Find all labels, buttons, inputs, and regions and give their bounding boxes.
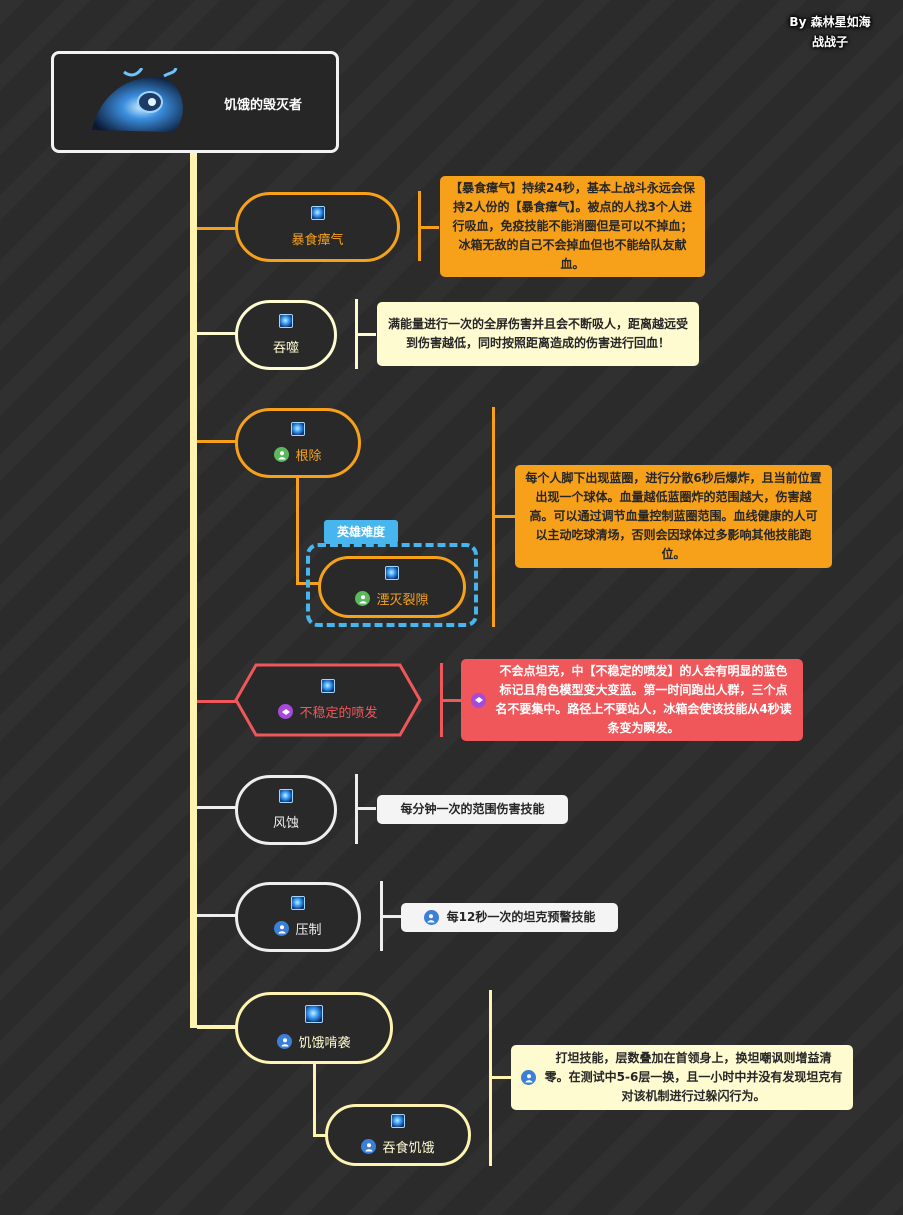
note-bracket (440, 663, 452, 737)
note-bracket (355, 774, 367, 844)
note-bracket-tick (495, 515, 515, 518)
ability-label: 压制 (295, 923, 322, 938)
tank-icon (277, 1034, 293, 1049)
overpower-spell-icon (291, 896, 305, 910)
author-credit-line2: 战战子 (811, 35, 848, 49)
connector-line (197, 440, 237, 443)
note-text: 打坦技能，层数叠加在首领身上，换坦嘲讽则增益清零。在测试中5-6层一换，且一小时… (544, 1051, 843, 1103)
ability-label: 风蚀 (272, 816, 299, 831)
ability-node-overpower[interactable]: 压制 (235, 882, 361, 952)
note-miasma: 【暴食瘴气】持续24秒，基本上战斗永远会保持2人份的【暴食瘴气】。被点的人找3个… (440, 176, 705, 277)
author-credit-line1: By 森林星如海 (789, 15, 871, 29)
note-text: 每分钟一次的范围伤害技能 (400, 802, 545, 816)
connector-line (197, 700, 237, 703)
miasma-spell-icon (310, 206, 325, 220)
note-bracket-tick (383, 915, 401, 918)
note-overpower: 每12秒一次的坦克预警技能 (401, 903, 618, 932)
ability-label: 根除 (295, 449, 322, 464)
consume-spell-icon (279, 314, 293, 328)
hunger-spell-icon (305, 1005, 323, 1023)
dps-icon (471, 692, 486, 708)
note-bracket (380, 881, 392, 951)
connector-line (197, 1025, 237, 1029)
author-credit: By 森林星如海 战战子 (775, 12, 885, 52)
note-bracket (418, 191, 430, 261)
boss-portrait-icon (92, 68, 183, 132)
connector-line (197, 806, 237, 809)
child-connector-line (313, 1134, 327, 1137)
note-text: 每个人脚下出现蓝圈，进行分散6秒后爆炸，且当前位置出现一个球体。血量越低蓝圈炸的… (525, 471, 822, 561)
note-hunger: 打坦技能，层数叠加在首领身上，换坦嘲讽则增益清零。在测试中5-6层一换，且一小时… (511, 1045, 853, 1110)
ability-node-consume[interactable]: 吞噬 (235, 300, 337, 370)
ability-label: 湮灭裂隙 (376, 593, 429, 608)
connector-line (197, 914, 237, 917)
tank-icon (521, 1070, 536, 1085)
note-bracket-tick (421, 226, 439, 229)
ability-label: 吞食饥饿 (382, 1141, 435, 1156)
note-bracket-tick (443, 699, 461, 702)
eruption-spell-icon (321, 679, 335, 693)
note-text: 不会点坦克，中【不稳定的喷发】的人会有明显的蓝色标记且角色模型变大变蓝。第一时间… (495, 664, 792, 735)
trunk-line (190, 152, 197, 1028)
note-bracket-tick (358, 807, 376, 810)
note-bracket (489, 990, 501, 1166)
note-text: 满能量进行一次的全屏伤害并且会不断吸人，距离越远受到伤害越低，同时按照距离造成的… (387, 317, 688, 350)
note-bracket (355, 299, 367, 369)
note-erosion: 每分钟一次的范围伤害技能 (377, 795, 568, 824)
ability-node-hunger[interactable]: 饥饿啃袭 (235, 992, 393, 1064)
tank-icon (423, 910, 439, 925)
rift-spell-icon (385, 566, 399, 580)
ability-node-erosion[interactable]: 风蚀 (235, 775, 337, 845)
erosion-spell-icon (279, 789, 293, 803)
child-connector-line (313, 1060, 316, 1136)
expunge-spell-icon (291, 422, 305, 436)
note-bracket (492, 407, 504, 627)
healer-icon (355, 591, 371, 606)
hero-difficulty-frame (306, 543, 478, 627)
tank-icon (361, 1139, 377, 1154)
ability-label: 不稳定的喷发 (299, 706, 378, 721)
hero-difficulty-tag: 英雄难度 (324, 520, 398, 544)
healer-icon (274, 447, 290, 462)
ability-node-rift[interactable]: 湮灭裂隙 (318, 556, 466, 618)
connector-line (197, 332, 237, 335)
ability-node-expunge[interactable]: 根除 (235, 408, 361, 478)
note-consume: 满能量进行一次的全屏伤害并且会不断吸人，距离越远受到伤害越低，同时按照距离造成的… (377, 302, 699, 366)
ability-label: 暴食瘴气 (291, 233, 344, 248)
devour-spell-icon (391, 1114, 405, 1128)
ability-node-miasma[interactable]: 暴食瘴气 (235, 192, 400, 262)
note-text: 【暴食瘴气】持续24秒，基本上战斗永远会保持2人份的【暴食瘴气】。被点的人找3个… (450, 181, 695, 271)
ability-label: 饥饿啃袭 (298, 1036, 351, 1051)
ability-node-devour[interactable]: 吞食饥饿 (325, 1104, 471, 1166)
note-text: 每12秒一次的坦克预警技能 (446, 910, 596, 924)
note-expunge: 每个人脚下出现蓝圈，进行分散6秒后爆炸，且当前位置出现一个球体。血量越低蓝圈炸的… (515, 465, 832, 568)
boss-root-node[interactable]: 饥饿的毁灭者 (51, 51, 339, 153)
boss-name: 饥饿的毁灭者 (224, 98, 303, 113)
dps-icon (278, 704, 294, 719)
connector-line (197, 227, 237, 230)
ability-label: 吞噬 (272, 341, 299, 356)
note-eruption: 不会点坦克，中【不稳定的喷发】的人会有明显的蓝色标记且角色模型变大变蓝。第一时间… (461, 659, 803, 741)
ability-node-eruption[interactable]: 不稳定的喷发 (250, 666, 406, 734)
note-bracket-tick (492, 1076, 512, 1079)
note-bracket-tick (358, 333, 376, 336)
tank-icon (274, 921, 290, 936)
child-connector-line (296, 476, 299, 584)
